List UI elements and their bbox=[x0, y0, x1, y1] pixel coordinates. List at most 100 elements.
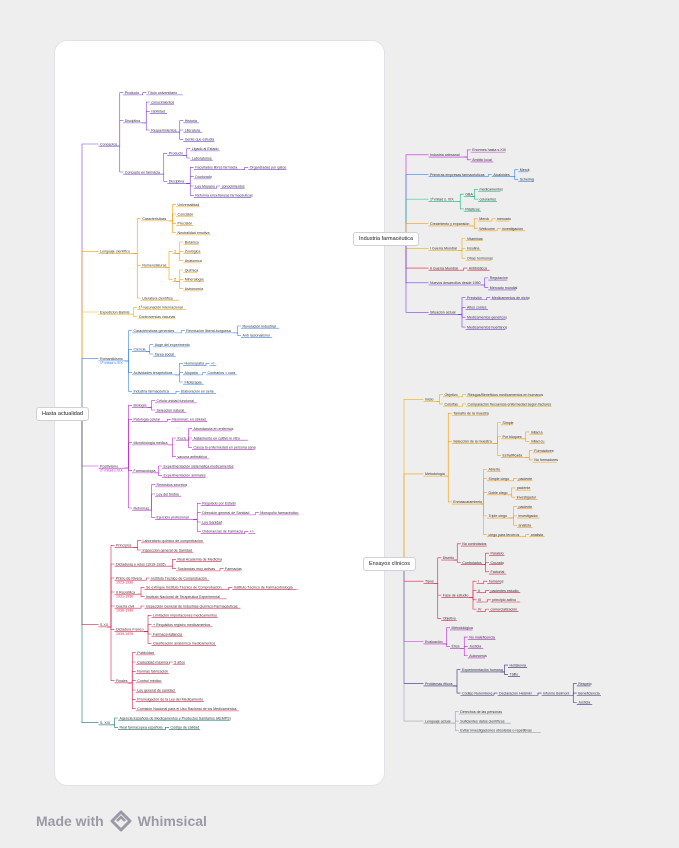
node-hasta-5-6-5[interactable]: Promulgación de la Ley del Medicamento bbox=[137, 698, 203, 702]
node-ensayos-3-1-0[interactable]: No maleficencia bbox=[469, 635, 495, 639]
node-ensayos-0-0-0[interactable]: Riesgos/Beneficios medicamentos en human… bbox=[468, 393, 544, 397]
node-industria-7-2[interactable]: Medicamentos genéricos bbox=[467, 316, 507, 320]
node-hasta-1-1-0-1[interactable]: Zoológica bbox=[185, 250, 201, 254]
node-hasta-3-2-1[interactable]: Alopatía bbox=[185, 371, 198, 375]
node-hasta-4-1-0[interactable]: Neuronas: en células bbox=[172, 418, 206, 422]
node-hasta-5-4-0[interactable]: Inspección General de Industrias Químico… bbox=[146, 604, 238, 608]
node-hasta-5-6-4[interactable]: Ley general de sanidad bbox=[137, 688, 174, 692]
node-hasta-4-3-1[interactable]: Experimentación animales bbox=[164, 474, 206, 478]
node-hasta-3-0-0-1[interactable]: Anti racionalismo bbox=[243, 334, 270, 338]
node-ensayos-2-0-1-0[interactable]: Paralelo bbox=[491, 551, 504, 555]
node-industria-2[interactable]: 1ª mitad s. XIX bbox=[430, 197, 454, 201]
node-hasta-5-3-0[interactable]: Se extingue Instituto Técnico de Comprob… bbox=[146, 586, 221, 590]
node-hasta-0-2-1-0[interactable]: Facultades libres farmacia bbox=[195, 166, 237, 170]
node-ensayos-2-1-2-0[interactable]: principio activo bbox=[492, 598, 516, 602]
node-hasta-5-3-1[interactable]: Instituto Nacional de Terapéutica Experi… bbox=[146, 595, 220, 599]
node-ensayos-1-2-1[interactable]: Simple ciego bbox=[489, 477, 510, 481]
node-industria-7[interactable]: Situación actual bbox=[430, 311, 456, 315]
node-hasta-6[interactable]: S. XXI bbox=[100, 721, 110, 725]
node-ensayos-1-1-2-0[interactable]: Formadores bbox=[534, 449, 554, 453]
node-ensayos-1-2-0[interactable]: Abierto bbox=[489, 468, 500, 472]
node-hasta-5-5-2[interactable]: Farmacovigilancia bbox=[153, 632, 182, 636]
node-hasta-5-6-3[interactable]: Control médico bbox=[137, 679, 161, 683]
node-ensayos-4-0-1[interactable]: Tállio bbox=[510, 673, 519, 677]
node-ensayos-4-1-0-0[interactable]: Informe Belmont bbox=[543, 691, 569, 695]
node-ensayos-1-2-3[interactable]: Triple ciego bbox=[489, 514, 507, 518]
node-ensayos-1-2-2[interactable]: Doble ciego bbox=[489, 491, 508, 495]
node-industria-3-1[interactable]: Wellcome bbox=[479, 227, 495, 231]
node-ensayos-3-0[interactable]: Metodológica bbox=[452, 626, 473, 630]
node-hasta-5-6-0[interactable]: Publicidad bbox=[137, 651, 154, 655]
node-hasta-0-1-2[interactable]: Requerimientos bbox=[151, 128, 176, 132]
node-industria-3-0-0[interactable]: mercado bbox=[497, 217, 511, 221]
node-hasta-5-5-1[interactable]: + Requisitos registro medicamentos bbox=[153, 623, 210, 627]
node-ensayos-1-2-1-0[interactable]: paciente bbox=[519, 477, 533, 481]
node-ensayos-3-1-2[interactable]: Autonomía bbox=[469, 654, 486, 658]
node-ensayos-1-2-2-1[interactable]: investigador bbox=[517, 496, 537, 500]
node-hasta-3-0-0-0[interactable]: Revolución industrial bbox=[243, 324, 276, 328]
node-ensayos-1-2-2-0[interactable]: paciente bbox=[517, 486, 531, 490]
node-hasta-1[interactable]: Lenguaje científico bbox=[100, 250, 130, 254]
node-ensayos-4-0-0[interactable]: Holiskovia bbox=[510, 663, 526, 667]
node-industria-0[interactable]: Industria artesanal bbox=[430, 153, 460, 157]
node-hasta-5-1[interactable]: Dictaduras y retos (1919-1926) bbox=[116, 562, 166, 566]
node-ensayos-1-1-2-1[interactable]: No formadores bbox=[534, 458, 558, 462]
node-hasta-3-2-0-0[interactable]: +/- bbox=[211, 362, 216, 366]
node-hasta-0-0[interactable]: Producto bbox=[125, 91, 139, 95]
node-ensayos-3-1-1[interactable]: Justicia bbox=[469, 645, 481, 649]
node-hasta-4-4-2-3[interactable]: Ordenanzas de Farmacia bbox=[202, 530, 243, 534]
node-hasta-5-1-1-0[interactable]: Farmacias bbox=[225, 567, 242, 571]
node-ensayos-2[interactable]: Tipos bbox=[425, 579, 434, 583]
node-hasta-1-2[interactable]: Literatura científica bbox=[142, 296, 172, 300]
node-hasta-1-1-0-2[interactable]: Anatomica bbox=[185, 259, 202, 263]
node-hasta-3-3[interactable]: Industria farmacéutica bbox=[134, 390, 169, 394]
node-hasta-4-4-2-2[interactable]: Ley Sanidad bbox=[202, 520, 222, 524]
node-hasta-0-2-0-0[interactable]: Ligado al Estado bbox=[192, 147, 219, 151]
node-hasta-0-1-2-0[interactable]: Historia bbox=[185, 119, 197, 123]
node-hasta-4-4-2-1-0[interactable]: Monopolio farmacéutico bbox=[260, 511, 298, 515]
node-hasta-4-2-1[interactable]: vacuna antirrábica bbox=[178, 455, 207, 459]
node-hasta-4-4-2-0[interactable]: Regulado por Estado bbox=[202, 502, 236, 506]
node-hasta-4-4-2-1[interactable]: Dirección general de Sanidad bbox=[202, 511, 249, 515]
node-industria-4-1[interactable]: Insulina bbox=[467, 247, 479, 251]
node-ensayos-0-1-0[interactable]: Comparación frecuencia enfermedad según … bbox=[468, 402, 552, 406]
node-ensayos-2-2[interactable]: Objetivo bbox=[443, 617, 456, 621]
node-hasta-1-0-3[interactable]: Neutralidad emotiva bbox=[178, 231, 210, 235]
node-hasta-3-2[interactable]: Actividades terapéuticas bbox=[134, 371, 173, 375]
node-industria-1[interactable]: Primeras empresas farmacéuticas bbox=[430, 173, 485, 177]
node-hasta-1-0-0[interactable]: Universalidad bbox=[178, 203, 200, 207]
node-ensayos-3-1[interactable]: Ética bbox=[452, 644, 460, 649]
node-ensayos-1-1[interactable]: Selección de la muestra bbox=[453, 440, 491, 444]
node-ensayos-2-1-1-0[interactable]: pacientes estudio bbox=[491, 589, 519, 593]
node-hasta-3-0-0[interactable]: Revolución liberal-burguesa bbox=[186, 329, 231, 333]
node-ensayos-1-2-3-1[interactable]: investigador bbox=[519, 514, 539, 518]
node-ensayos-1-2-4-0[interactable]: analista bbox=[531, 533, 543, 537]
node-hasta-6-1[interactable]: Real farmacopea española bbox=[120, 726, 163, 730]
node-hasta-4-2[interactable]: Microbiología médica bbox=[134, 441, 168, 445]
node-industria-4[interactable]: I Guerra Mundial bbox=[430, 247, 457, 251]
node-hasta-0-1-0[interactable]: conocimientos bbox=[151, 100, 174, 104]
node-hasta-5-3-0-0[interactable]: Instituto Técnico de Farmacobiología bbox=[234, 586, 293, 590]
node-ensayos-2-0-1-2[interactable]: Factorial bbox=[491, 570, 505, 574]
node-hasta-0-2[interactable]: Concepto en farmacia bbox=[125, 170, 160, 174]
node-hasta-3-2-2[interactable]: Fitoterapia bbox=[185, 380, 202, 384]
node-hasta-4-2-0-0[interactable]: Abundancia en enfermos bbox=[194, 427, 234, 431]
node-hasta-4-3[interactable]: Farmacología bbox=[134, 469, 156, 473]
node-hasta-5-0[interactable]: Principios bbox=[116, 544, 132, 548]
node-hasta-0-2-1-3[interactable]: Reforma enseñanzas farmacéuticas bbox=[195, 194, 253, 198]
node-ensayos-2-1-1[interactable]: II bbox=[478, 589, 480, 593]
node-hasta-0-2-0-1[interactable]: Laboratorios bbox=[192, 156, 212, 160]
node-ensayos-0-0[interactable]: Objetivo bbox=[445, 393, 458, 397]
node-hasta-1-0-1[interactable]: Concisión bbox=[178, 212, 194, 216]
node-hasta-5-0-0[interactable]: Laboratorio químico de comprobación bbox=[143, 539, 203, 543]
node-hasta-0-0-0[interactable]: Título universitario bbox=[148, 91, 177, 95]
node-hasta-2-1[interactable]: Controversias vacunas bbox=[139, 315, 176, 319]
node-industria-7-3[interactable]: Medicamentos huérfanos bbox=[467, 325, 508, 329]
node-ensayos-4-1-0-0-1[interactable]: Beneficiencia bbox=[578, 691, 599, 695]
node-hasta-4-2-0[interactable]: Koch bbox=[178, 436, 186, 440]
node-hasta-4-0[interactable]: Biología bbox=[134, 404, 147, 408]
node-hasta-0-1[interactable]: Disciplina bbox=[125, 119, 140, 123]
node-hasta-3-1-0[interactable]: Auge del experimento bbox=[155, 343, 190, 347]
node-ensayos-1-2-3-2[interactable]: analista bbox=[519, 524, 531, 528]
